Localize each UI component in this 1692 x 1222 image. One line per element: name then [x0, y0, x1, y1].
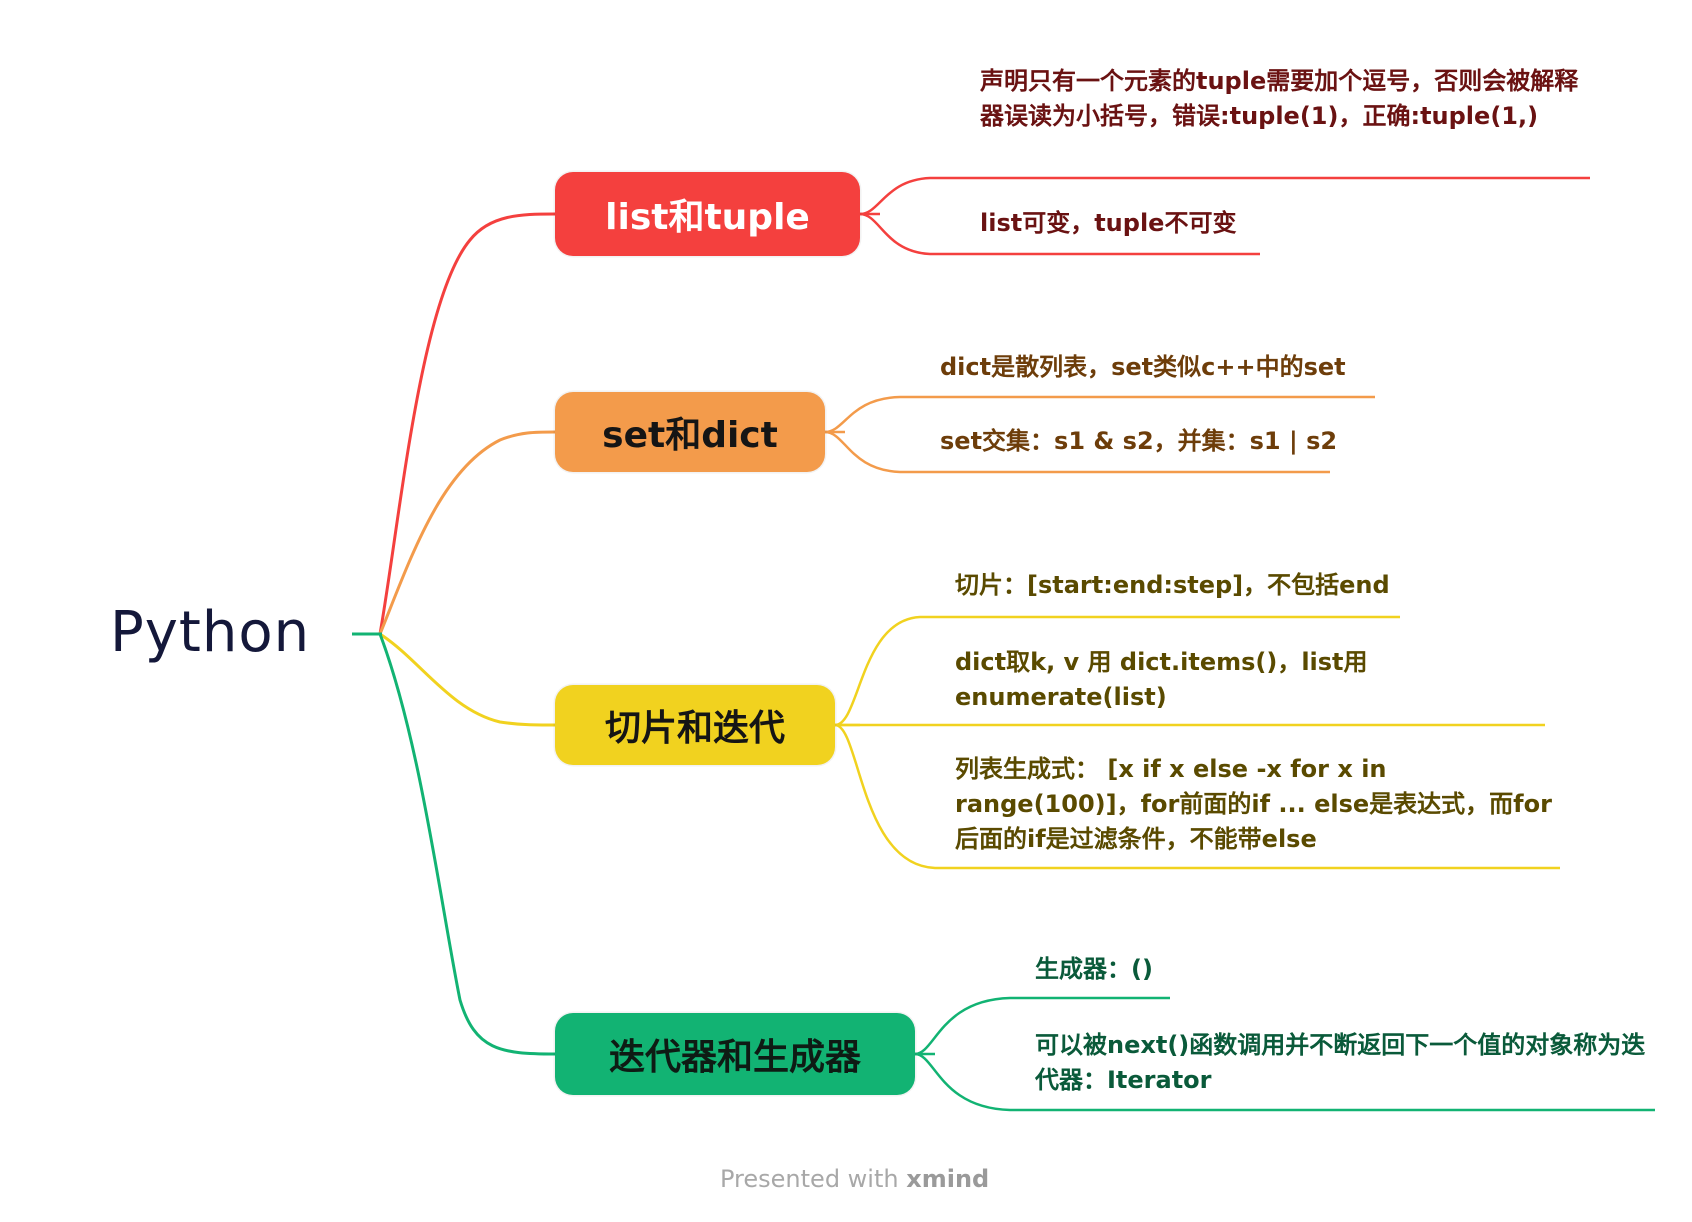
topic-iterator-generator[interactable]: 迭代器和生成器: [555, 1013, 915, 1095]
leaf-dict-hash[interactable]: dict是散列表，set类似c++中的set: [940, 353, 1346, 381]
branch-line-slice-iter: [379, 632, 556, 727]
leaf-connector: [914, 1052, 1655, 1112]
leaf-tuple-comma[interactable]: 声明只有一个元素的tuple需要加个逗号，否则会被解释器误读为小括号，错误:tu…: [980, 67, 1579, 130]
topic-list-tuple[interactable]: list和tuple: [555, 172, 860, 256]
leaf-list-comprehension[interactable]: 列表生成式： [x if x else -x for x in range(10…: [955, 755, 1552, 853]
leaf-slice[interactable]: 切片：[start:end:step]，不包括end: [955, 571, 1390, 599]
leaf-connector: [824, 395, 1375, 434]
branch-line-set-dict: [378, 430, 556, 635]
topic-slice-iter[interactable]: 切片和迭代: [555, 685, 835, 765]
leaf-connector: [859, 176, 1590, 216]
branch-line-iterator-generator: [378, 633, 556, 1056]
leaf-connector: [834, 723, 1560, 870]
leaf-generator[interactable]: 生成器：(): [1035, 955, 1153, 983]
leaf-connector: [834, 615, 1400, 727]
root-topic[interactable]: Python: [110, 600, 311, 665]
leaf-set-ops[interactable]: set交集：s1 & s2，并集：s1 | s2: [940, 427, 1338, 455]
branch-line-list-tuple: [378, 212, 556, 635]
leaf-connector: [914, 996, 1170, 1056]
xmind-footer: Presented with xmind: [720, 1165, 989, 1193]
leaf-connector: [859, 212, 1260, 256]
leaf-connector: [824, 430, 1330, 474]
footer-prefix: Presented with: [720, 1165, 907, 1193]
leaf-dict-items[interactable]: dict取k, v 用 dict.items()，list用 enumerate…: [955, 648, 1368, 711]
leaf-iterator[interactable]: 可以被next()函数调用并不断返回下一个值的对象称为迭代器：Iterator: [1035, 1031, 1646, 1094]
topic-set-dict[interactable]: set和dict: [555, 392, 825, 472]
leaf-mutability[interactable]: list可变，tuple不可变: [980, 209, 1237, 237]
footer-brand: xmind: [906, 1165, 990, 1193]
